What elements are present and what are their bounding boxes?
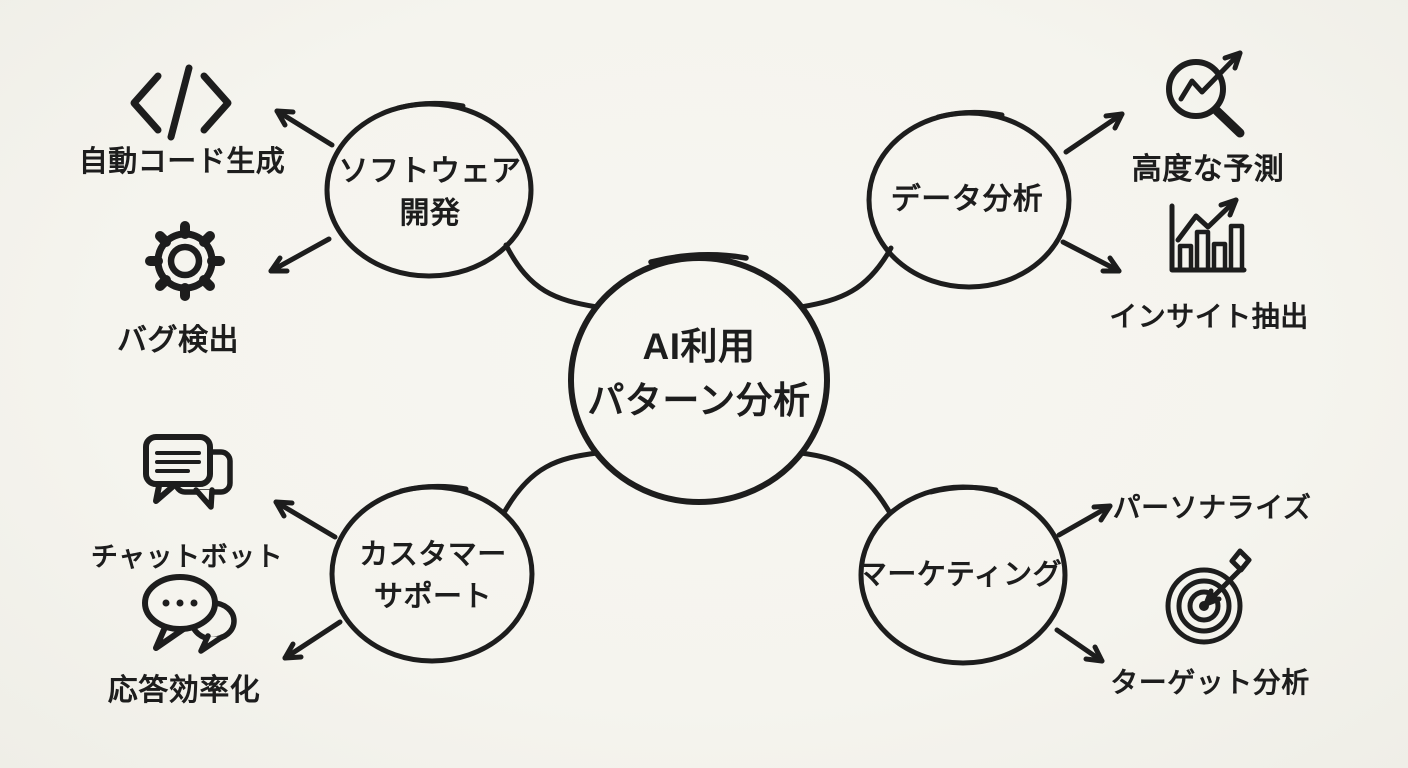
arrow-auto-code-generation	[274, 108, 335, 148]
leaf-bug-detection-label: バグ検出	[117, 324, 239, 357]
branch-software-dev-label-line1: ソフトウェア	[338, 155, 522, 188]
arrow-response-efficiency	[282, 619, 343, 661]
branch-customer-support-sketch-overlap	[398, 483, 469, 494]
branch-customer-support-label-line1: カスタマー	[359, 539, 507, 571]
branch-data-analysis-label: データ分析	[890, 183, 1044, 216]
leaf-insight-extraction-label: インサイト抽出	[1109, 301, 1309, 332]
arrow-chatbot	[273, 499, 338, 540]
branch-customer-support-label-line2: サポート	[373, 581, 492, 613]
target-dart-icon	[1165, 548, 1252, 645]
branch-marketing-sketch-overlap	[928, 484, 999, 495]
arrow-insight-extraction	[1060, 239, 1122, 274]
branch-marketing-label: マーケティング	[857, 559, 1063, 591]
branch-software-dev-label-line2: 開発	[399, 197, 461, 230]
gear-icon	[145, 221, 225, 301]
arrow-target-analysis	[1054, 627, 1105, 664]
code-icon	[130, 64, 232, 141]
leaf-auto-code-generation-label: 自動コード生成	[78, 146, 286, 178]
node-circles	[324, 100, 1072, 666]
leaf-personalization-label: パーソナライズ	[1112, 492, 1312, 523]
bar-chart-growth-icon	[1169, 197, 1247, 273]
branch-software-dev-label: ソフトウェア 開発	[330, 151, 530, 235]
connector-data-analysis	[798, 245, 894, 310]
arrow-personalization	[1056, 503, 1113, 538]
chat-bubbles-dots-icon	[142, 574, 237, 654]
arrow-advanced-prediction	[1063, 111, 1125, 155]
connector-marketing	[798, 450, 893, 516]
arrow-bug-detection	[268, 236, 332, 274]
branch-data-analysis-sketch-overlap	[935, 109, 1005, 120]
leaf-target-analysis-label: ターゲット分析	[1110, 667, 1310, 698]
chat-bubbles-lines-icon	[143, 434, 233, 510]
leaf-chatbot-label: チャットボット	[90, 542, 284, 572]
connectors	[502, 242, 894, 516]
leaf-advanced-prediction-label: 高度な予測	[1131, 153, 1285, 186]
connector-software-dev	[503, 242, 600, 310]
branch-customer-support-label: カスタマー サポート	[333, 534, 533, 618]
connector-customer-support	[502, 450, 600, 514]
magnifier-trend-icon	[1166, 50, 1245, 138]
center-node-label: AI利用 パターン分析	[569, 320, 829, 428]
center-node-circle	[568, 255, 830, 505]
center-node-sketch-overlap	[648, 252, 749, 265]
branch-software-dev-sketch-overlap	[395, 100, 466, 111]
center-node-label-line1: AI利用	[642, 326, 756, 367]
leaf-response-efficiency-label: 応答効率化	[107, 674, 261, 707]
center-node-label-line2: パターン分析	[587, 380, 811, 421]
leaf-arrows	[268, 108, 1125, 664]
